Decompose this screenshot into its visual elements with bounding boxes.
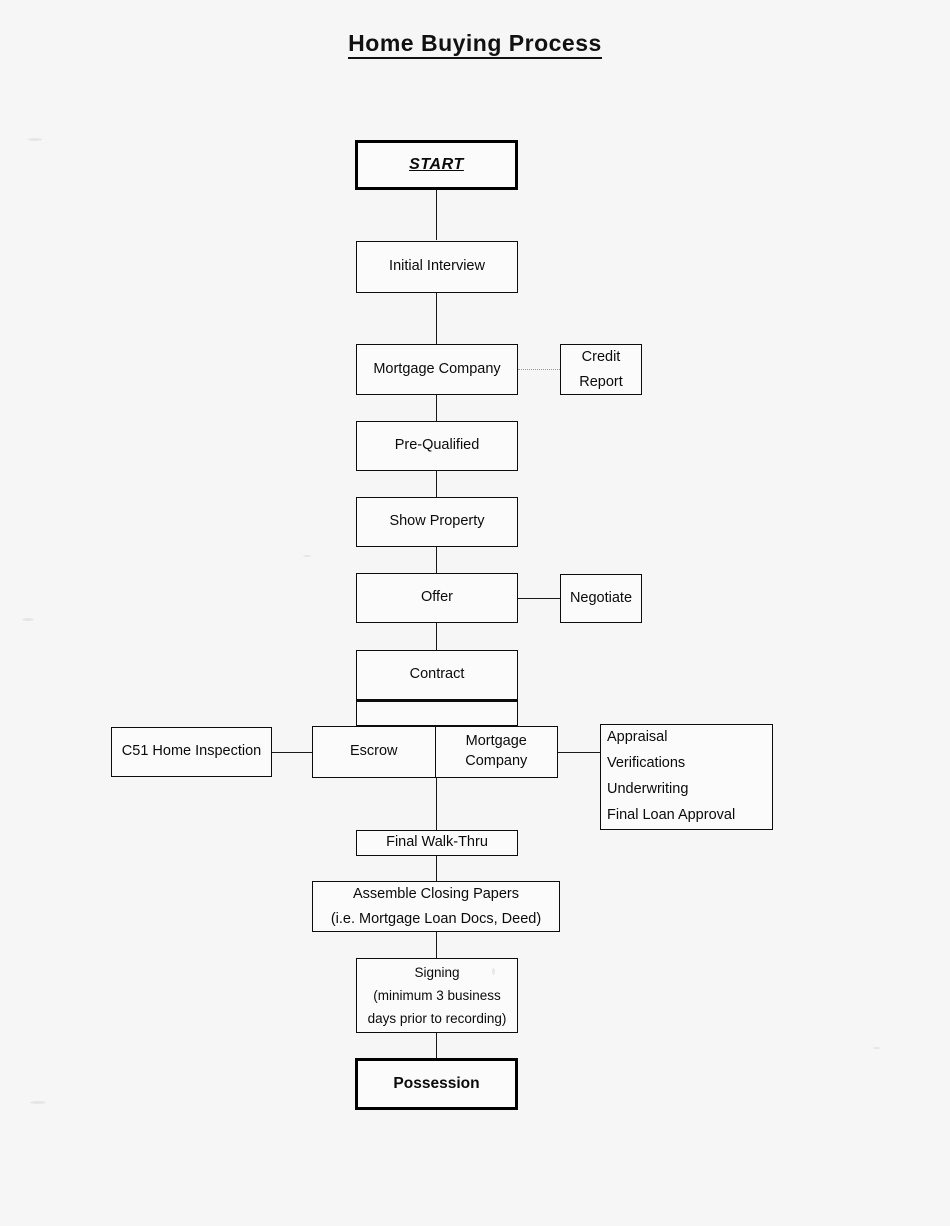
node-possession[interactable]: Possession [355, 1058, 518, 1110]
edge-signing-to-possession [436, 1033, 437, 1058]
node-c51-home-inspection-label: C51 Home Inspection [121, 743, 262, 760]
node-start[interactable]: START [355, 140, 518, 190]
edge-offer-to-contract [436, 623, 437, 650]
node-escrow-mortgage-split[interactable]: Escrow Mortgage Company [312, 726, 558, 778]
edge-mortgage2-to-loantasks [558, 752, 600, 753]
loan-task-verifications: Verifications [607, 755, 686, 772]
loan-task-final-loan-approval: Final Loan Approval [607, 806, 736, 823]
node-possession-label: Possession [393, 1074, 480, 1092]
edge-interview-to-mortgage [436, 293, 437, 344]
scan-speck [28, 138, 42, 141]
edge-prequal-to-show [436, 471, 437, 498]
scan-speck [492, 968, 495, 975]
node-negotiate[interactable]: Negotiate [560, 574, 642, 623]
node-start-label: START [409, 156, 464, 174]
scan-speck [22, 618, 34, 621]
node-initial-interview-label: Initial Interview [389, 258, 485, 275]
page-title-text: Home Buying Process [348, 30, 602, 59]
node-assemble-closing-papers-line1: Assemble Closing Papers [352, 885, 520, 902]
node-offer[interactable]: Offer [356, 573, 518, 623]
node-credit-report-line2: Report [579, 373, 623, 390]
node-mortgage-company-label: Mortgage Company [373, 360, 501, 377]
node-mortgage-company-2-line1: Mortgage [465, 733, 527, 750]
page-title: Home Buying Process [0, 30, 950, 59]
edge-escrow-to-walkthru [436, 778, 437, 830]
node-credit-report[interactable]: Credit Report [560, 344, 642, 395]
node-offer-label: Offer [421, 589, 453, 606]
node-mortgage-company-2[interactable]: Mortgage Company [434, 727, 558, 777]
edge-start-to-interview [436, 190, 437, 240]
edge-offer-to-negotiate [518, 598, 560, 599]
edge-assemble-to-signing [436, 932, 437, 958]
node-initial-interview[interactable]: Initial Interview [356, 241, 518, 293]
node-escrow-label: Escrow [349, 743, 398, 760]
loan-task-underwriting: Underwriting [607, 781, 689, 797]
node-show-property[interactable]: Show Property [356, 497, 518, 547]
node-signing-line1: Signing [414, 964, 460, 980]
node-contract-label: Contract [409, 666, 465, 682]
loan-task-appraisal: Appraisal [607, 729, 668, 746]
node-c51-home-inspection[interactable]: C51 Home Inspection [111, 727, 272, 777]
node-contract-divider [356, 699, 518, 702]
edge-walkthru-to-assemble [436, 856, 437, 881]
node-credit-report-line1: Credit [581, 348, 621, 365]
edge-mortgage-to-credit [518, 369, 560, 370]
scan-speck [873, 1047, 880, 1049]
node-final-walk-thru[interactable]: Final Walk-Thru [356, 830, 518, 856]
node-show-property-label: Show Property [389, 513, 485, 530]
edge-show-to-offer [436, 547, 437, 574]
edge-inspection-to-escrow [272, 752, 312, 753]
node-signing-line3: days prior to recording) [367, 1011, 507, 1027]
node-assemble-closing-papers-line2: (i.e. Mortgage Loan Docs, Deed) [330, 910, 542, 927]
node-contract[interactable]: Contract [356, 650, 518, 726]
node-escrow[interactable]: Escrow [313, 727, 435, 777]
node-final-walk-thru-label: Final Walk-Thru [386, 834, 488, 851]
node-assemble-closing-papers[interactable]: Assemble Closing Papers (i.e. Mortgage L… [312, 881, 560, 932]
edge-mortgage-to-prequal [436, 395, 437, 422]
node-pre-qualified-label: Pre-Qualified [394, 437, 480, 454]
node-signing-line2: (minimum 3 business [373, 987, 501, 1003]
node-mortgage-company-2-line2: Company [465, 753, 528, 769]
node-loan-tasks[interactable]: Appraisal Verifications Underwriting Fin… [600, 724, 773, 830]
scan-speck [30, 1101, 46, 1104]
scan-speck [303, 555, 311, 557]
node-pre-qualified[interactable]: Pre-Qualified [356, 421, 518, 471]
node-negotiate-label: Negotiate [569, 589, 633, 606]
node-signing[interactable]: Signing (minimum 3 business days prior t… [356, 958, 518, 1033]
node-mortgage-company[interactable]: Mortgage Company [356, 344, 518, 395]
